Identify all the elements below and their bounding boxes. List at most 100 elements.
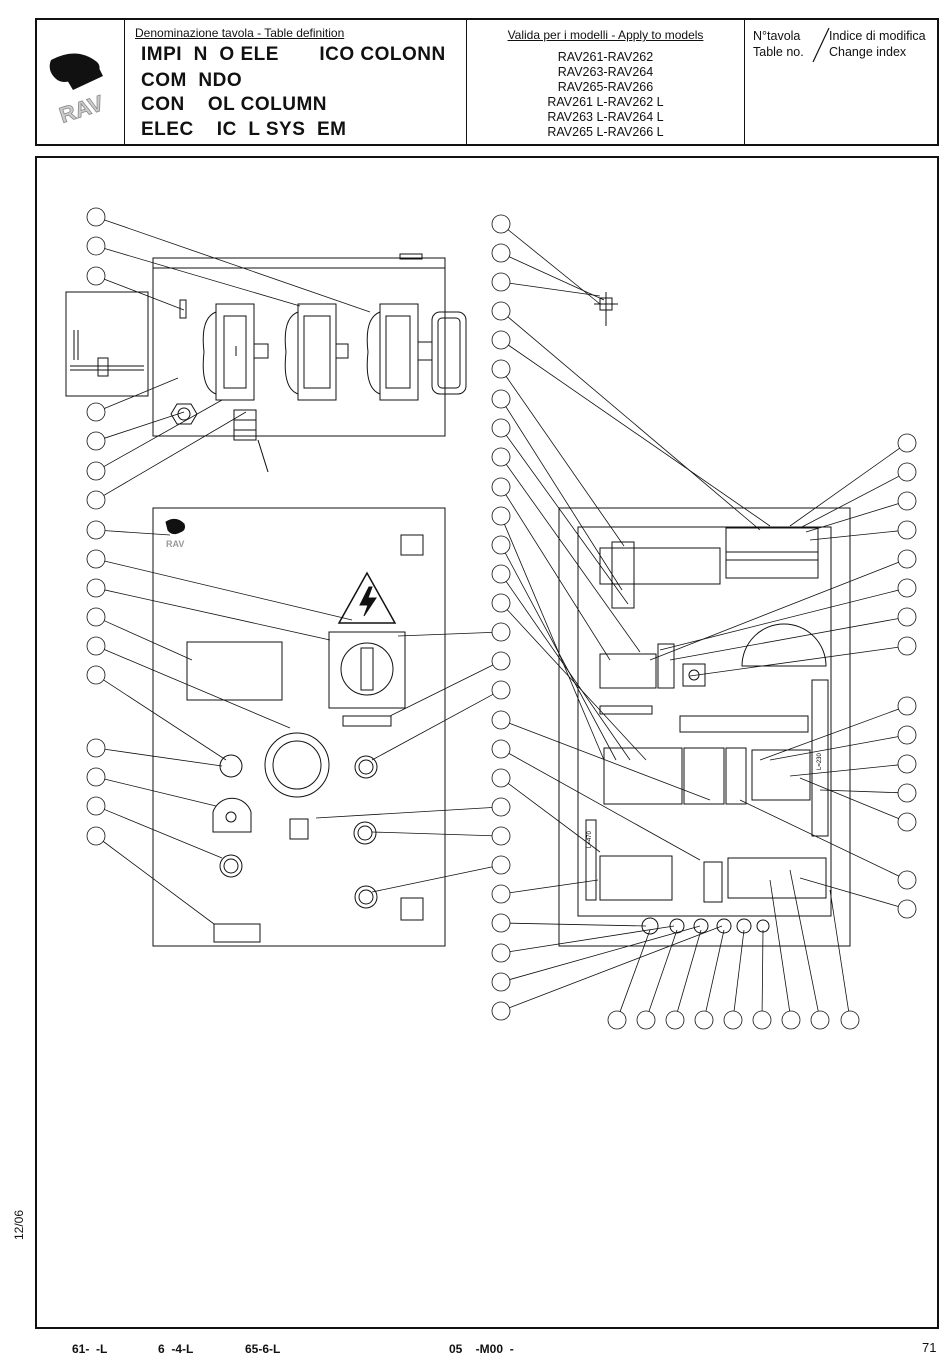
breaker-group-lower <box>599 855 673 901</box>
leader-line <box>619 929 651 1012</box>
pushbutton-3 <box>354 885 378 909</box>
leader-line <box>809 530 899 541</box>
logo-cell: RAV <box>37 20 125 144</box>
callout-balloon <box>86 796 106 816</box>
leader-line <box>505 464 641 653</box>
callout-balloon <box>491 418 511 438</box>
svg-text:RAV: RAV <box>166 539 184 549</box>
terminal-strip-main <box>751 749 811 801</box>
page-number: 71 <box>922 1340 937 1355</box>
main-switch-plate <box>328 631 406 709</box>
leader-line <box>389 664 494 717</box>
leader-line <box>648 929 678 1012</box>
callout-balloon <box>491 768 511 788</box>
callout-balloon <box>665 1010 685 1030</box>
leader-line <box>659 589 899 651</box>
leader-line <box>371 866 493 893</box>
junction-box-tab <box>399 253 423 260</box>
callout-balloon <box>840 1010 860 1030</box>
model-line: RAV265-RAV266 <box>557 80 654 94</box>
mounting-plate <box>577 526 832 917</box>
callout-balloon <box>723 1010 743 1030</box>
side-duct <box>811 679 829 837</box>
terminal-block-lower <box>727 857 827 899</box>
din-rail-top <box>599 547 721 585</box>
leader-line <box>104 620 193 661</box>
callout-balloon <box>897 754 917 774</box>
callout-balloon <box>491 1001 511 1021</box>
main-switch-dial <box>340 642 394 696</box>
circuit-breakers <box>603 747 683 805</box>
footer-doc-code: 05 -M00 - <box>449 1342 514 1356</box>
callout-balloon <box>86 490 106 510</box>
callout-balloon <box>491 710 511 730</box>
panel-slot <box>289 818 309 840</box>
callout-balloon <box>86 236 106 256</box>
leader-line <box>689 646 899 677</box>
leader-line <box>505 406 623 591</box>
leader-line <box>509 282 601 297</box>
callout-balloon <box>86 461 106 481</box>
callout-balloon <box>86 549 106 569</box>
callout-balloon <box>897 549 917 569</box>
leader-line <box>509 925 675 953</box>
connector-1 <box>202 303 269 401</box>
callout-balloon <box>491 884 511 904</box>
callout-balloon <box>86 520 106 540</box>
callout-balloon <box>86 826 106 846</box>
definition-label: Denominazione tavola - Table definition <box>135 26 345 40</box>
relay-lower <box>703 861 723 903</box>
panel-logo: RAV <box>165 518 185 549</box>
callout-balloon <box>897 607 917 627</box>
leader-line <box>104 809 223 859</box>
selector-switch <box>212 797 252 833</box>
callout-balloon <box>491 855 511 875</box>
leader-line <box>733 929 745 1012</box>
cable-gland-nut <box>170 403 198 425</box>
callout-balloon <box>491 272 511 292</box>
detail-inset <box>65 291 149 397</box>
callout-balloon <box>810 1010 830 1030</box>
cable-gland-bottom <box>716 918 732 934</box>
callout-balloon <box>86 665 106 685</box>
callout-balloon <box>86 207 106 227</box>
rav-logo: RAV <box>49 53 107 128</box>
callout-balloon <box>897 491 917 511</box>
callout-balloon <box>897 696 917 716</box>
relay-module <box>599 653 657 689</box>
callout-balloon <box>897 636 917 656</box>
terminal-strip-small <box>599 705 653 715</box>
callout-balloon <box>491 622 511 642</box>
leader-line <box>677 929 702 1012</box>
callout-balloon <box>897 462 917 482</box>
callout-balloon <box>491 214 511 234</box>
side-date: 12/06 <box>12 1209 26 1240</box>
callout-balloon <box>491 243 511 263</box>
callout-balloon <box>491 826 511 846</box>
leader-line <box>504 552 617 761</box>
leader-line <box>739 799 900 877</box>
ground-stud <box>179 299 187 319</box>
nameplate <box>186 641 283 701</box>
callout-balloon <box>491 301 511 321</box>
leader-line <box>104 778 217 807</box>
title-line-4: ELEC IC L SYS EM <box>141 119 347 140</box>
wiring-duct <box>679 715 809 733</box>
connector-cover <box>431 311 467 395</box>
leader-line <box>371 693 494 761</box>
leader-line <box>761 929 764 1012</box>
fuse-holder <box>682 663 706 687</box>
leader-line <box>103 679 227 761</box>
change-index-label: Indice di modifica Change index <box>829 29 926 59</box>
callout-balloon <box>491 593 511 613</box>
divider-slash <box>812 27 830 63</box>
leader-line <box>104 748 223 767</box>
callout-balloon <box>491 739 511 759</box>
callout-balloon <box>491 330 511 350</box>
leader-line <box>649 561 899 661</box>
footer-code-3: 65-6-L <box>245 1342 281 1356</box>
pushbutton-2 <box>353 821 377 845</box>
din-clip <box>657 643 675 689</box>
inset-bolt <box>97 357 109 377</box>
leader-line <box>103 399 223 467</box>
